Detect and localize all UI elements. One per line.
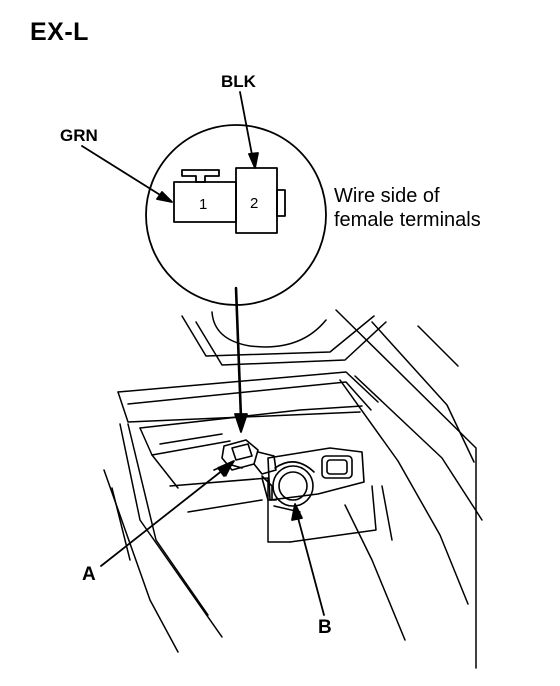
connector-location-arrow bbox=[234, 286, 248, 433]
connector-side-tab bbox=[276, 189, 286, 217]
wire-color-grn-label: GRN bbox=[60, 126, 98, 145]
latch-tab bbox=[181, 169, 220, 183]
grn-leader-arrow bbox=[81, 145, 173, 203]
callout-a-leader bbox=[100, 460, 235, 567]
terminal-note: Wire side of female terminals bbox=[334, 184, 481, 232]
wire-color-blk-label: BLK bbox=[221, 72, 256, 91]
callout-label-b: B bbox=[318, 617, 332, 638]
page-title: EX-L bbox=[30, 18, 89, 46]
switch-knob-inner bbox=[278, 471, 308, 501]
indicator-window bbox=[321, 455, 353, 479]
console-outline bbox=[103, 309, 483, 669]
callout-label-a: A bbox=[82, 564, 96, 585]
connector-face: 1 2 bbox=[173, 167, 286, 234]
switch-module bbox=[261, 447, 365, 507]
blk-leader-arrow bbox=[239, 91, 259, 169]
callout-b-leader bbox=[291, 503, 325, 616]
pin-1-number: 1 bbox=[199, 196, 207, 213]
terminal-note-line1: Wire side of bbox=[334, 185, 440, 207]
terminal-note-line2: female terminals bbox=[334, 209, 481, 231]
switch-knob-outer bbox=[272, 465, 314, 507]
pin-2-number: 2 bbox=[250, 195, 258, 212]
